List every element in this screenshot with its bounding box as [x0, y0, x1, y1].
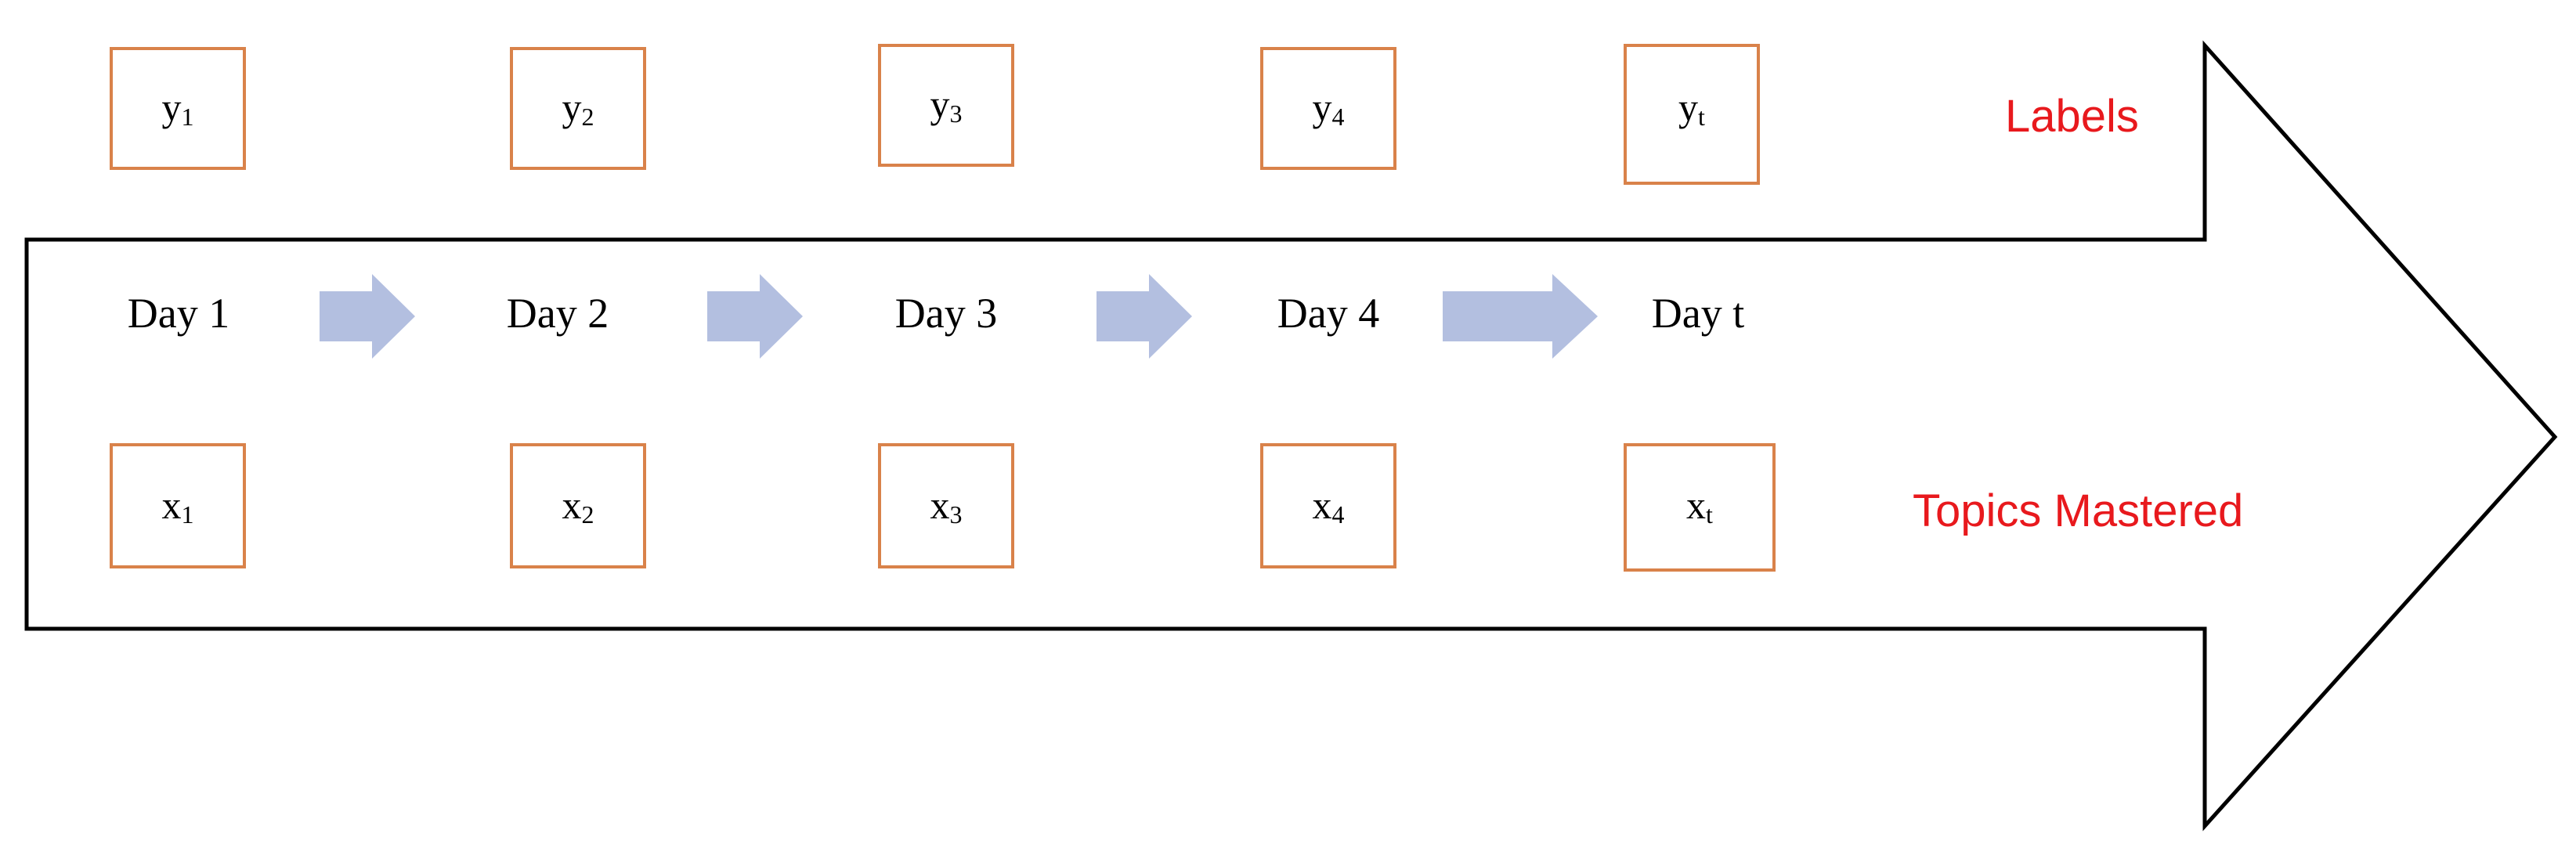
label-box-text: y1: [162, 85, 194, 131]
topic-box-t: xt: [1624, 443, 1776, 572]
topic-box-2: x2: [510, 443, 646, 568]
label-box-frame: [110, 47, 246, 170]
day-label-1: Day 1: [128, 290, 229, 337]
day-label-4: Day 4: [1277, 290, 1379, 337]
step-arrow-icon: [707, 274, 803, 359]
label-box-text: y3: [930, 82, 963, 128]
topic-box-text: xt: [1686, 483, 1713, 529]
label-box-frame: [1624, 44, 1760, 185]
label-box-4: y4: [1260, 47, 1396, 170]
topic-box-frame: [1260, 443, 1396, 568]
label-box-frame: [878, 44, 1014, 167]
topic-box-4: x4: [1260, 443, 1396, 568]
days-row: Day 1 Day 2 Day 3 Day 4 Day t: [128, 274, 1744, 359]
label-box-t: yt: [1624, 44, 1760, 185]
topics-row-title: Topics Mastered: [1913, 485, 2243, 536]
label-box-frame: [1260, 47, 1396, 170]
label-box-1: y1: [110, 47, 246, 170]
day-label-3: Day 3: [895, 290, 997, 337]
topic-box-text: x2: [562, 483, 594, 529]
step-arrow-icon: [1443, 274, 1598, 359]
label-box-text: y2: [562, 85, 594, 131]
labels-row: y1 y2 y3 y4 yt Labels: [110, 44, 2139, 185]
topic-box-text: x1: [162, 483, 194, 529]
topic-box-3: x3: [878, 443, 1014, 568]
topic-box-frame: [1624, 443, 1776, 572]
day-label-t: Day t: [1652, 290, 1744, 337]
label-box-frame: [510, 47, 646, 170]
label-box-text: yt: [1678, 85, 1705, 131]
topics-row: x1 x2 x3 x4 xt Topics Mastered: [110, 443, 2243, 572]
topic-box-text: x4: [1313, 483, 1345, 529]
label-box-text: y4: [1313, 85, 1345, 131]
topic-box-1: x1: [110, 443, 246, 568]
timeline-big-arrow: [24, 40, 2558, 832]
step-arrow-icon: [320, 274, 415, 359]
topic-box-frame: [110, 443, 246, 568]
day-label-2: Day 2: [507, 290, 609, 337]
topic-box-frame: [878, 443, 1014, 568]
topic-box-frame: [510, 443, 646, 568]
topic-box-text: x3: [930, 483, 963, 529]
label-box-2: y2: [510, 47, 646, 170]
labels-row-title: Labels: [2005, 91, 2139, 142]
step-arrow-icon: [1097, 274, 1192, 359]
label-box-3: y3: [878, 44, 1014, 167]
